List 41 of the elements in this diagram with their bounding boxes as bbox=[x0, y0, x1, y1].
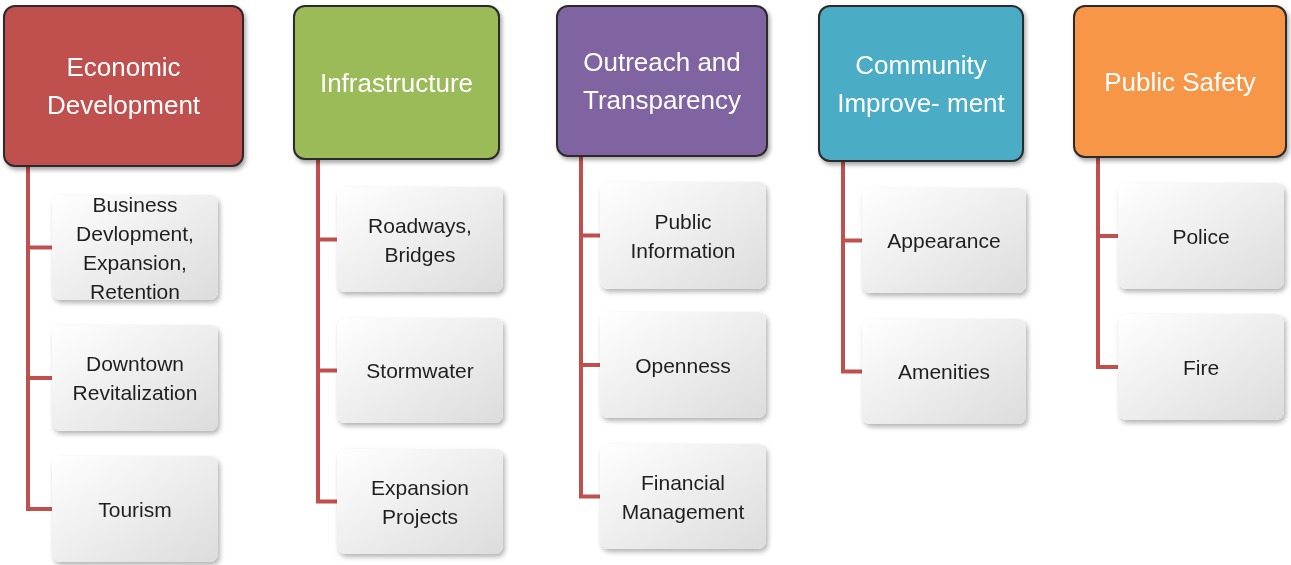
subcategory-label: Tourism bbox=[98, 496, 172, 523]
subcategory-label: Stormwater bbox=[366, 358, 474, 384]
subcategory-label: Public Information bbox=[629, 208, 737, 264]
category-title: Outreach and Transparency bbox=[582, 46, 742, 117]
connector-line bbox=[579, 157, 600, 499]
subcategory-label: Expansion Projects bbox=[369, 474, 471, 530]
subcategory-label: Fire bbox=[1182, 354, 1220, 381]
category-box bbox=[3, 5, 244, 167]
connector-line bbox=[26, 167, 52, 511]
subcategory-label: Openness bbox=[635, 352, 731, 379]
subcategory-box bbox=[337, 449, 503, 554]
subcategory-box bbox=[600, 312, 766, 418]
subcategory-box bbox=[600, 182, 766, 289]
category-title: Community Improve- ment bbox=[836, 48, 1006, 120]
subcategory-label: Business Devlopment, Expansion, Retention bbox=[75, 191, 195, 305]
subcategory-box bbox=[862, 188, 1026, 293]
category-title: Economic Development bbox=[45, 51, 202, 122]
category-box bbox=[293, 5, 500, 160]
subcategory-box bbox=[52, 325, 218, 431]
subcategory-box bbox=[600, 444, 766, 549]
subcategory-box bbox=[52, 456, 218, 562]
subcategory-label: Downtown Revitalization bbox=[71, 351, 199, 406]
subcategory-label: Financial Management bbox=[620, 469, 746, 525]
subcategory-label: Police bbox=[1172, 223, 1230, 250]
category-title: Infrastructure bbox=[319, 66, 474, 100]
category-box bbox=[818, 5, 1024, 162]
subcategory-box bbox=[1118, 314, 1284, 420]
connector-line bbox=[316, 160, 337, 504]
connector-line bbox=[1096, 158, 1118, 369]
subcategory-box bbox=[52, 195, 218, 300]
subcategory-box bbox=[862, 319, 1026, 424]
subcategory-box bbox=[337, 187, 503, 292]
category-title: Public Safety bbox=[1104, 65, 1256, 99]
subcategory-label: Roadways, Bridges bbox=[367, 212, 473, 268]
subcategory-box bbox=[337, 318, 503, 423]
subcategory-box bbox=[1118, 183, 1284, 289]
category-box bbox=[556, 5, 768, 157]
subcategory-label: Amenities bbox=[897, 359, 991, 385]
category-box bbox=[1073, 5, 1287, 158]
connector-line bbox=[841, 162, 862, 374]
subcategory-label: Appearance bbox=[887, 228, 1001, 254]
